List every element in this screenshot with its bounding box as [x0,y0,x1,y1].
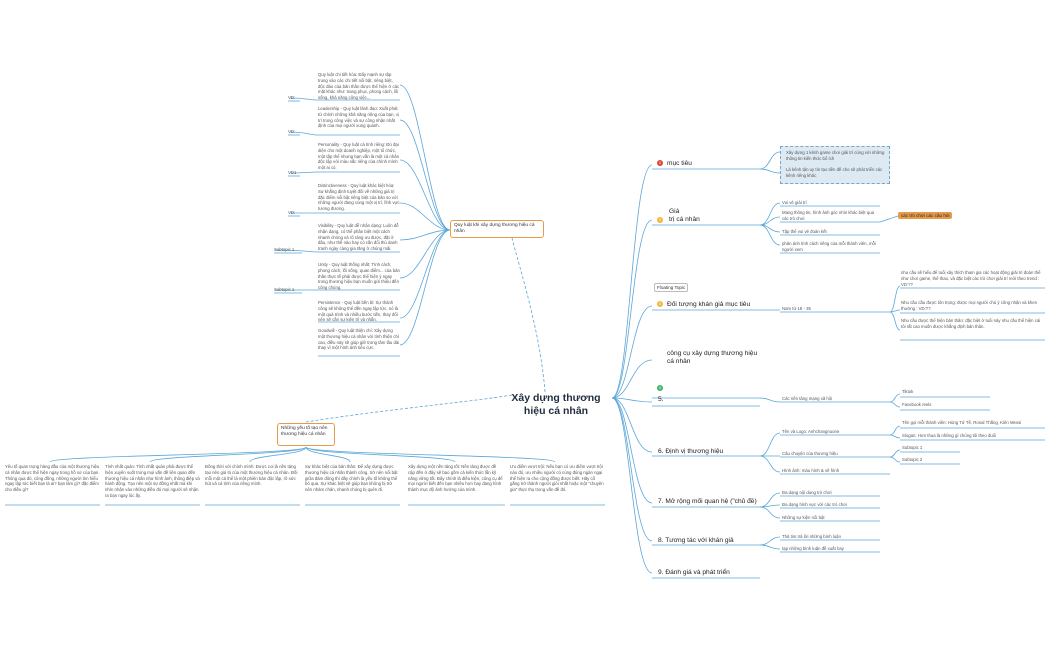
law-item-label[interactable]: VD: [288,210,296,215]
b2-sub-2[interactable]: Mang thông tin, hình ảnh góc nhìn khác b… [782,210,874,221]
branch-danh-gia[interactable]: 9. Đánh giá và phát triển [658,569,730,576]
b3-note-2[interactable]: Nhu cầu cầu được tôn trọng: được mọi ngư… [901,300,1038,311]
b1-note-2[interactable]: Là kênh tận uy tín tạo tiền đề cho sẽ ph… [786,167,883,178]
b7-sub-3[interactable]: Những sự kiện nổi bật [782,515,825,520]
b6-leaf-2[interactable]: Slogan: Hơn thua là những gì chúng tôi t… [902,433,997,438]
floating-topic[interactable]: Floating Topic [654,283,689,292]
b7-sub-2[interactable]: Đa dạng hình vực với các trò chơi [782,502,847,507]
law-item-label[interactable]: VD: [288,95,296,100]
law-item-text[interactable]: Distinctiveness - Quy luật khác biệt hóa… [318,183,400,212]
center-topic[interactable]: Xây dựng thương hiệu cá nhân [496,392,616,417]
b4-leaf-facebook[interactable]: Facebook reels [902,402,932,407]
factors-node[interactable]: Những yếu tố tạo nên thương hiệu cá nhân [277,423,335,446]
law-item-label[interactable]: VD1 [288,170,297,175]
branch-cong-cu-line2: cá nhân [667,358,691,366]
b2-pill[interactable]: các trò chơi các câu hỏi [898,212,953,219]
factor-item[interactable]: Yêu tố quan trọng hàng đầu của một thươn… [5,464,100,493]
factor-item[interactable]: Đồng thời với chính mình: Được coi là nề… [205,464,298,487]
b6-leaf-3[interactable]: Subtopic 1 [902,445,923,450]
b7-sub-1[interactable]: Đa dạng nội dung trò chơi [782,490,832,495]
laws-node[interactable]: Quy luật khi xây dựng thương hiệu cá nhâ… [450,220,544,238]
b6-sub-2[interactable]: Câu chuyện của thương hiệu [782,451,838,456]
factor-item[interactable]: Xây dựng một nền tảng tốt: Nền tảng được… [408,464,503,493]
b6-sub-3[interactable]: Hình ảnh: màu hình & vẽ hình [782,468,840,473]
law-item-label[interactable]: Subtopic 1 [274,247,295,252]
b2-sub-1[interactable]: Vui vẻ giải trí [782,200,807,205]
priority-3-icon: 3 [657,301,663,307]
center-topic-line2: hiệu cá nhân [523,404,589,417]
b6-leaf-4[interactable]: Subtopic 2 [902,457,923,462]
branch-dinh-vi[interactable]: 6. Định vị thương hiệu [658,448,724,455]
b6-sub-1[interactable]: Tên và Logo: Anhchangnuone [782,429,840,434]
b2-sub-4[interactable]: phản ánh tính cách riêng của mỗi thành v… [782,241,876,252]
priority-2-icon: 2 [657,217,663,223]
law-item-text[interactable]: Visibility - Quy luật dễ nhận dạng: Luôn… [318,223,399,252]
law-item-text[interactable]: Goodwill - Quy luật thiện chí: Xây dựng … [318,328,400,351]
law-item-label[interactable]: VD: [288,129,296,134]
branch-tuong-tac[interactable]: 8. Tương tác với khán giả [658,537,734,544]
law-item-text[interactable]: Leadership - Quy luật lãnh đạo: Xuất phá… [318,106,400,129]
branch-cong-cu[interactable]: công cụ xây dựng thương hiệu cá nhân [667,350,757,366]
law-item-text[interactable]: Persistence - Quy luật bền bỉ: Sự thành … [318,300,399,323]
priority-4-icon: 4 [657,385,663,391]
priority-1-icon: 1 [657,160,663,166]
b6-leaf-1[interactable]: Tên gọi mỗi thành viên: Hùng Tứ Tế, Rona… [902,420,1022,425]
branch-doi-tuong[interactable]: Đối tượng khán giả mục tiêu [667,301,751,308]
branch-mo-rong[interactable]: 7. Mở rộng mối quan hệ ("chủ đề) [658,498,757,505]
law-item-text[interactable]: Unity - Quy luật thống nhất: Tính cách, … [318,262,400,291]
branch-gia-tri[interactable]: Giá trị cá nhân [669,208,700,224]
law-item-text[interactable]: Quy luật chi tiết hóa: Đẩy mạnh sự tập t… [318,72,400,101]
branch-muc-tieu[interactable]: mục tiêu [667,160,692,167]
branch-gia-tri-line1: Giá [669,208,680,215]
branch-cong-cu-line1: công cụ xây dựng thương hiệu [667,350,758,357]
b1-note-1[interactable]: Xây dựng 1 kênh game chơi giải trí cùng … [786,150,885,161]
b8-sub-1[interactable]: Thả tim trả lời những bình luận [782,534,841,539]
b1-notes-box [780,146,890,184]
b2-sub-3[interactable]: Tập thể vui vẻ đoàn kết [782,229,827,234]
b3-note-1[interactable]: nhu cầu sẽ hiểu để tuổi xây thích tham g… [901,270,1041,287]
law-item-label[interactable]: Subtopic 1 [274,287,295,292]
factor-item[interactable]: Tính nhất quán: Tính nhất quán phải được… [105,464,200,498]
b3-note-3[interactable]: Nhu cầu được thể hiện bản thân: đặc biệt… [901,318,1041,329]
b4-leaf-tiktok[interactable]: Tiktok [902,389,914,394]
law-item-text[interactable]: Personality - Quy luật cá tính riêng: Đủ… [318,142,399,171]
center-topic-line1: Xây dựng thương [511,392,601,404]
factor-item[interactable]: Sự khác biệt của bản thân: Để xây dựng đ… [305,464,398,493]
branch-5[interactable]: 5. [658,396,664,403]
b3-sub[interactable]: Nam từ 18 - 35 [782,306,811,311]
b8-sub-2[interactable]: tạp những bình luận đề xuất hay [782,546,844,551]
b4-sub[interactable]: Các nền tảng mạng xã hội [782,396,833,401]
branch-gia-tri-line2: trị cá nhân [669,216,700,224]
factor-item[interactable]: Ưu điểm vượt trội: Nếu bạn có ưu điểm vư… [510,464,604,493]
